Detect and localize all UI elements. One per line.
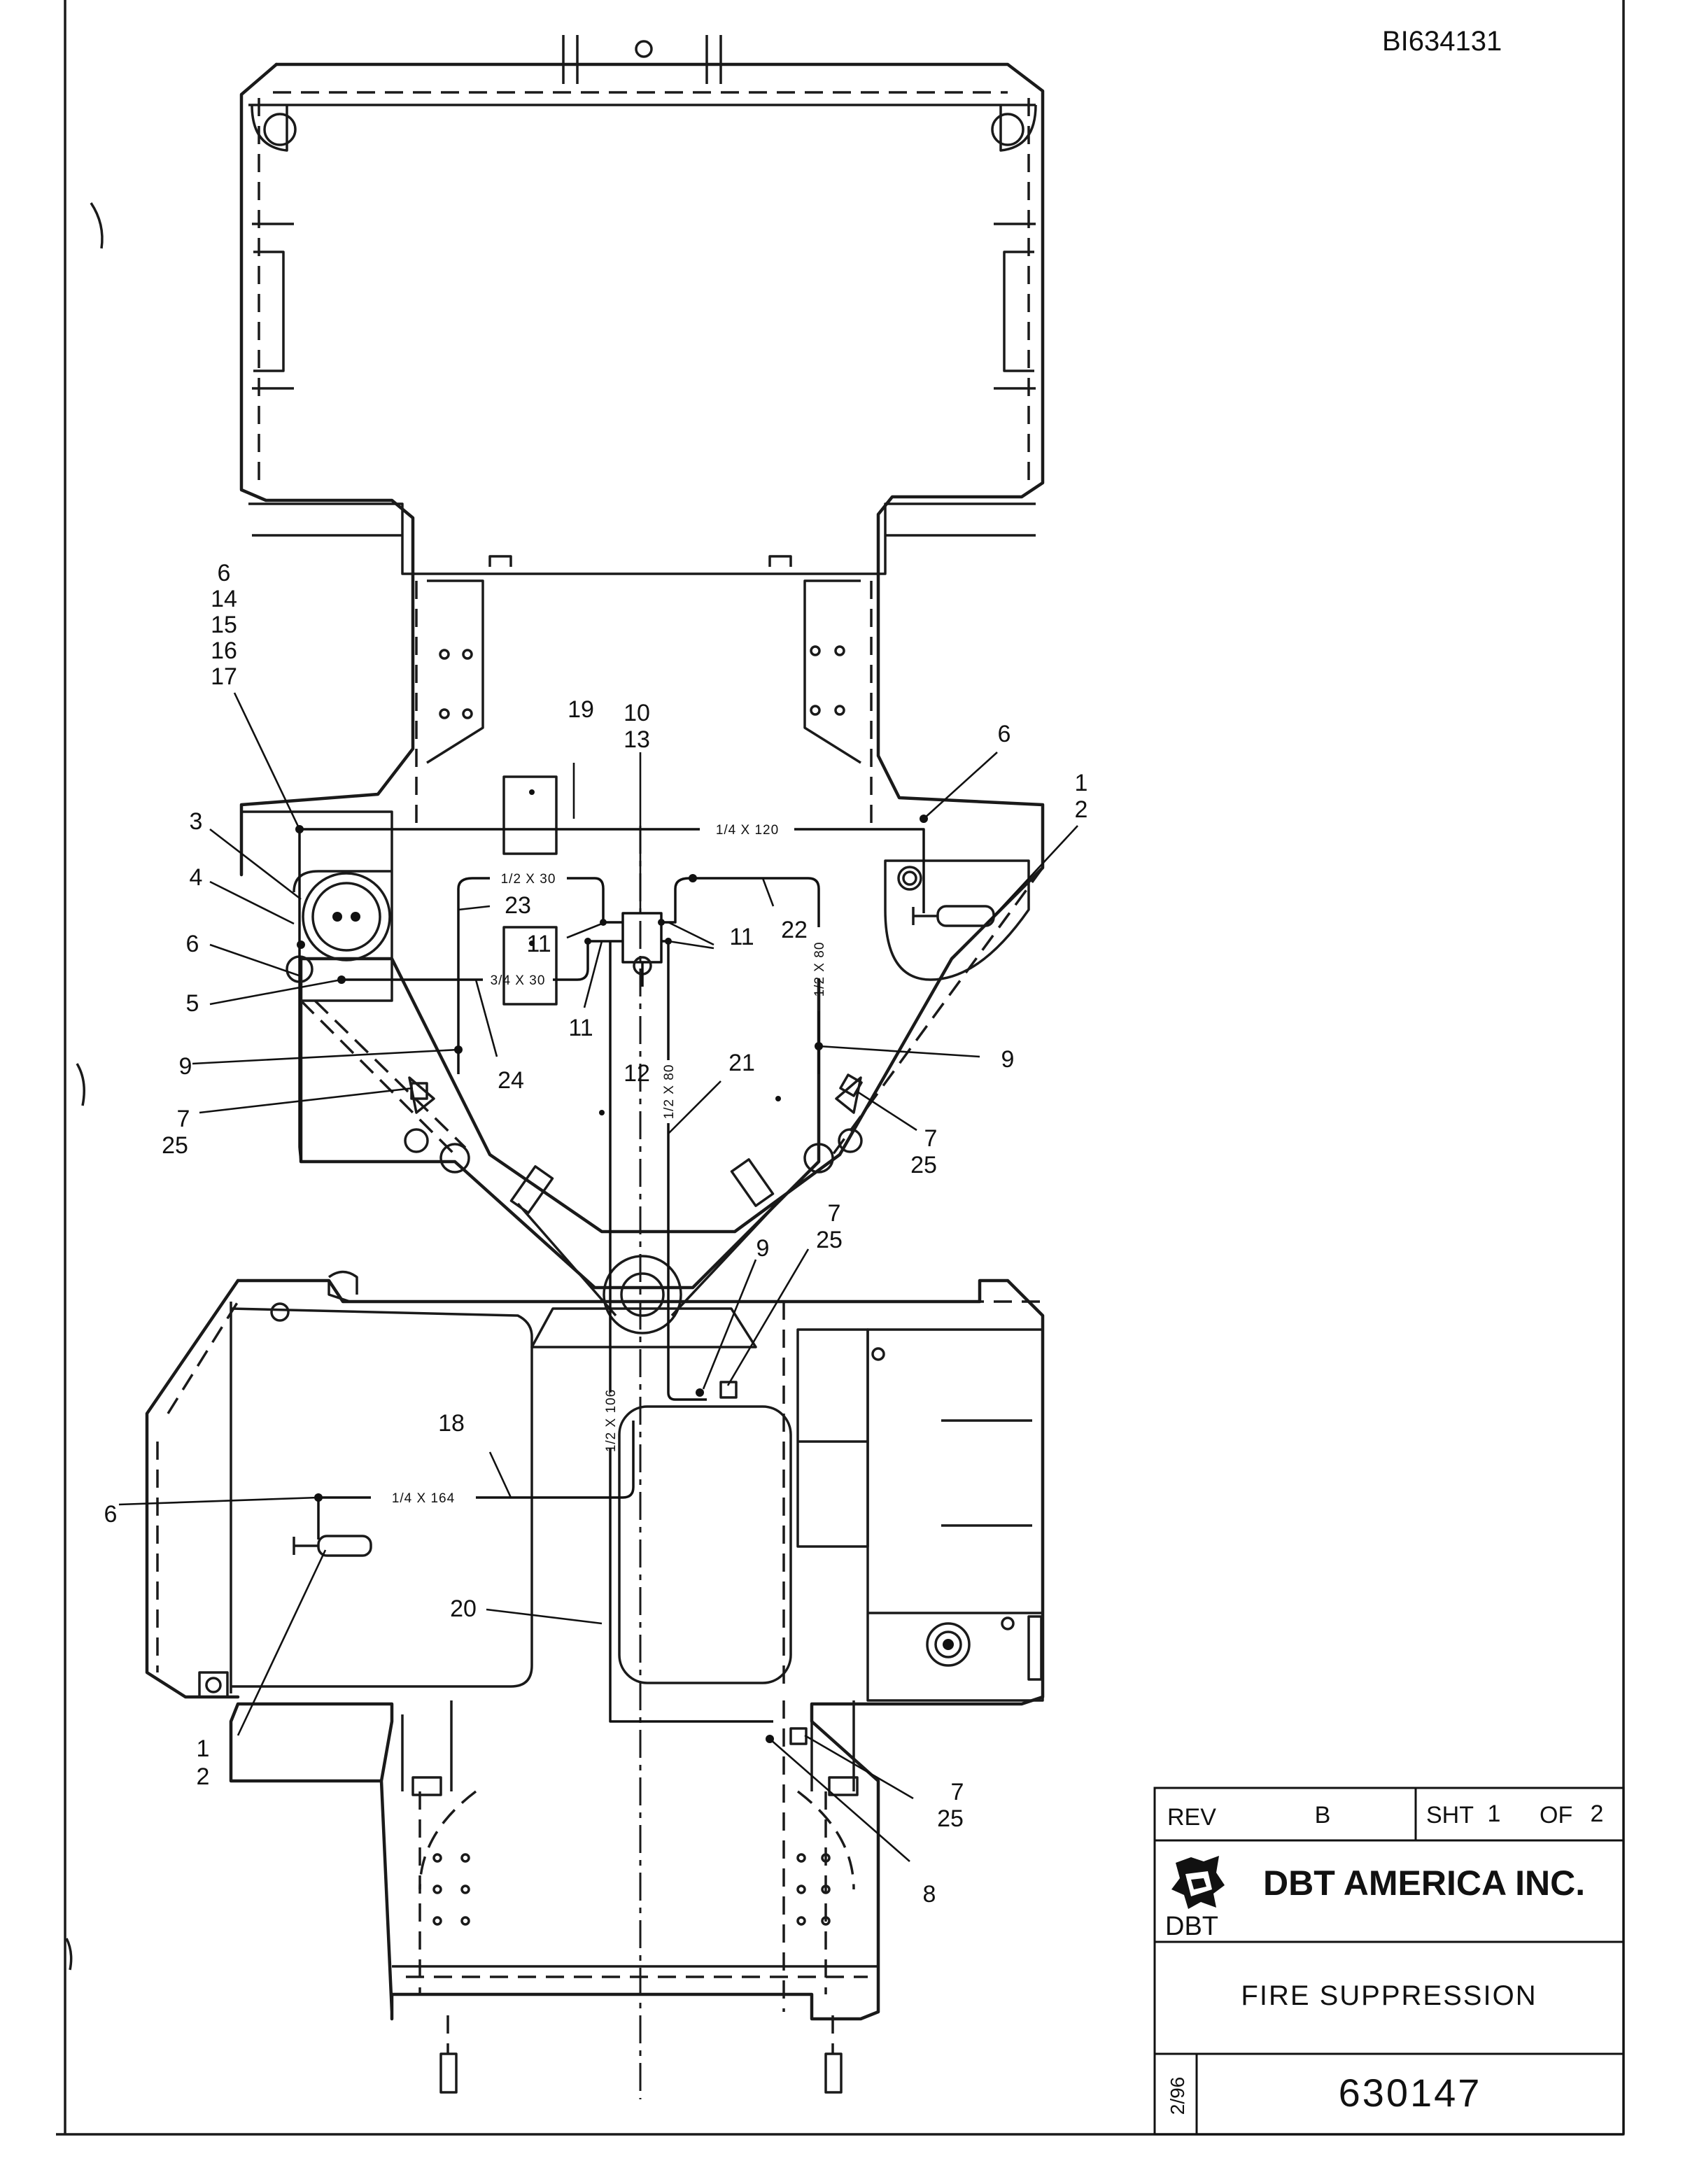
callout-2-right: 2 (1075, 796, 1088, 823)
dim-three-quarter-x-30: 3/4 X 30 (491, 973, 546, 988)
callout-6-lower: 6 (104, 1501, 118, 1528)
dim-quarter-x-120: 1/4 X 120 (716, 823, 779, 838)
callout-25-right: 25 (910, 1152, 937, 1178)
callout-9-mid: 9 (756, 1235, 770, 1262)
callout-10: 10 (624, 700, 650, 726)
dim-half-x-106: 1/2 X 106 (604, 1389, 619, 1452)
callout-6-left: 6 (186, 931, 199, 957)
logo-text: DBT (1165, 1912, 1218, 1941)
sheet-number: 1 (1488, 1801, 1501, 1827)
callout-9-left: 9 (179, 1053, 192, 1080)
callout-left-stack-4: 17 (211, 663, 237, 690)
document-id: BI634131 (1382, 26, 1502, 57)
callout-11-c: 11 (568, 1015, 593, 1041)
callout-7-left: 7 (177, 1106, 190, 1132)
drawing-title: FIRE SUPPRESSION (1241, 1980, 1537, 2011)
callout-22: 22 (781, 917, 808, 943)
callout-21: 21 (728, 1050, 755, 1076)
pipe-dimensions: 1/4 X 120 1/2 X 30 3/4 X 30 1/2 X 80 1/2… (392, 823, 827, 1506)
drawing-date: 2/96 (1167, 2077, 1188, 2115)
callout-left-stack-3: 16 (211, 637, 237, 664)
leaders (118, 692, 1078, 1862)
callout-13: 13 (624, 726, 650, 753)
callout-2-lower: 2 (197, 1763, 210, 1790)
sheet-total: 2 (1591, 1801, 1604, 1827)
callout-1-right: 1 (1075, 770, 1088, 796)
callout-4: 4 (190, 864, 203, 891)
piping (295, 815, 928, 1745)
callout-9-right: 9 (1001, 1046, 1015, 1073)
callout-5: 5 (186, 990, 199, 1017)
dim-half-x-80-center: 1/2 X 80 (662, 1064, 677, 1120)
callout-1-lower: 1 (197, 1735, 210, 1762)
callout-left-stack-2: 15 (211, 612, 237, 638)
vehicle-frame (145, 35, 1045, 2099)
callout-7-bot: 7 (951, 1779, 964, 1805)
callout-25-left: 25 (162, 1132, 188, 1159)
callout-11-b: 11 (729, 924, 754, 950)
company-name: DBT AMERICA INC. (1263, 1864, 1585, 1903)
callout-7-mid: 7 (828, 1200, 841, 1227)
callout-19: 19 (568, 696, 594, 723)
callout-left-stack-1: 14 (211, 586, 237, 612)
rev-label: REV (1167, 1804, 1216, 1831)
callout-3: 3 (190, 808, 203, 835)
callout-24: 24 (498, 1067, 524, 1094)
rev-value: B (1315, 1802, 1331, 1829)
dim-half-x-80-right: 1/2 X 80 (812, 942, 827, 997)
callout-left-stack-0: 6 (218, 560, 231, 586)
callout-7-right: 7 (924, 1125, 938, 1152)
callout-6-right: 6 (998, 721, 1011, 747)
callout-20: 20 (450, 1595, 477, 1622)
callouts: 6 14 15 16 17 19 10 13 6 1 2 3 4 6 5 23 … (104, 560, 1088, 1908)
scan-marks (65, 202, 104, 1971)
title-block: REV B SHT 1 OF 2 DBT DBT AMERICA INC. FI… (1153, 1787, 1625, 2136)
dim-quarter-x-164: 1/4 X 164 (392, 1491, 455, 1506)
sheet-border (56, 0, 1625, 2136)
callout-25-bot: 25 (937, 1805, 964, 1832)
callout-23: 23 (505, 892, 531, 919)
sheet-label: SHT (1426, 1802, 1474, 1829)
callout-8: 8 (923, 1881, 936, 1908)
dim-half-x-30: 1/2 X 30 (501, 872, 556, 887)
of-label: OF (1540, 1802, 1572, 1829)
drawing-number: 630147 (1339, 2071, 1482, 2115)
callout-25-mid: 25 (816, 1227, 843, 1253)
callout-11-a: 11 (526, 931, 551, 957)
callout-18: 18 (438, 1410, 465, 1437)
callout-12: 12 (624, 1060, 650, 1087)
dbt-logo-icon (1171, 1856, 1225, 1909)
